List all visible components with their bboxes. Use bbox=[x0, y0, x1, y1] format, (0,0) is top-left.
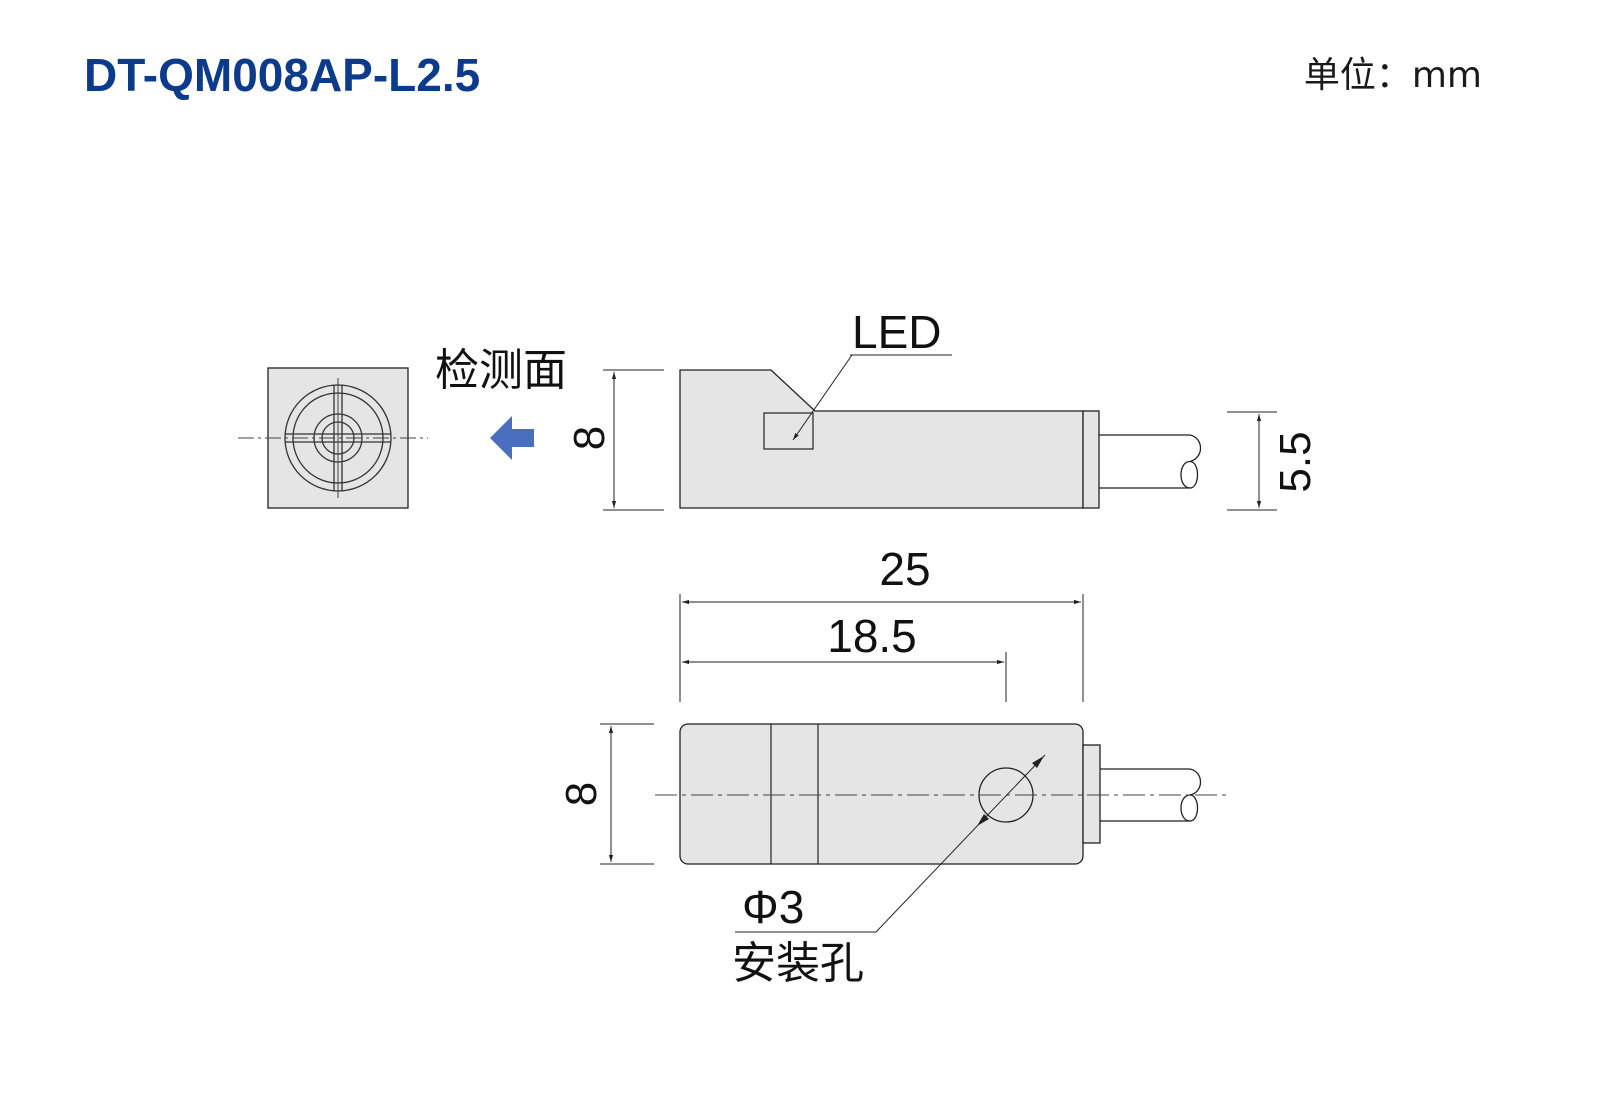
bottom-view-cable bbox=[1100, 768, 1202, 822]
unit-label: 单位：mm bbox=[1303, 55, 1482, 96]
side-height-dimension: 8 bbox=[565, 369, 664, 511]
bottom-view-cable-collar bbox=[1082, 744, 1101, 844]
side-height-value: 8 bbox=[565, 426, 614, 450]
cable-height-dimension: 5.5 bbox=[1227, 411, 1320, 511]
side-view-cable bbox=[1099, 434, 1202, 489]
bottom-view bbox=[655, 723, 1230, 933]
left-arrow-icon bbox=[490, 416, 534, 460]
sensing-face-label: 检测面 bbox=[435, 345, 567, 396]
side-view-cable-collar bbox=[1082, 410, 1100, 509]
bottom-view-body bbox=[679, 723, 1084, 865]
side-view bbox=[679, 369, 1202, 509]
length-dimensions: 25 18.5 bbox=[679, 543, 1084, 702]
bottom-height-dimension: 8 bbox=[557, 723, 654, 865]
bottom-height-value: 8 bbox=[557, 782, 606, 806]
led-window bbox=[763, 412, 814, 450]
hole-diameter-leader bbox=[875, 754, 1046, 933]
front-view bbox=[238, 367, 428, 509]
side-view-body bbox=[679, 369, 1084, 509]
hole-arrow-upper bbox=[1032, 756, 1044, 768]
led-leader bbox=[792, 354, 853, 441]
total-length-value: 25 bbox=[879, 543, 930, 595]
concentric-target-icon bbox=[284, 384, 392, 492]
hole-position-value: 18.5 bbox=[827, 610, 917, 662]
led-label: LED bbox=[852, 306, 941, 358]
mounting-hole-label: 安装孔 bbox=[732, 938, 864, 989]
cable-height-value: 5.5 bbox=[1271, 431, 1320, 492]
hole-diameter-label: Φ3 bbox=[742, 881, 804, 933]
model-title: DT-QM008AP-L2.5 bbox=[84, 49, 481, 101]
hole-arrow-lower bbox=[977, 814, 989, 826]
